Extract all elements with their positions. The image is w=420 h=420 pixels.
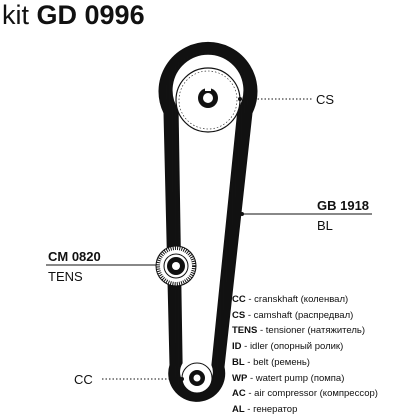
legend-code: BL	[232, 356, 245, 368]
legend-code: ID	[232, 341, 242, 353]
legend-text: - belt (ремень)	[244, 356, 310, 368]
kit-code: GD 0996	[36, 0, 145, 30]
label-tens-code: CM 0820	[48, 249, 101, 264]
legend-row: AC - air compressor (компрессор)	[232, 386, 418, 402]
legend-row: CC - cranskhaft (коленвал)	[232, 292, 418, 308]
leader-belt-dot	[240, 212, 244, 216]
legend-text: - watert pump (помпа)	[247, 372, 345, 384]
legend-text: - idler (опорный ролик)	[241, 341, 344, 353]
legend-text: - camshaft (распредвал)	[245, 309, 354, 321]
label-belt-type: BL	[317, 218, 333, 233]
legend-text: - генератор	[244, 403, 298, 415]
crankshaft-pulley	[181, 362, 213, 394]
legend-code: TENS	[232, 325, 258, 337]
label-cs: CS	[316, 92, 335, 107]
legend-row: AL - генератор	[232, 402, 418, 418]
tensioner-roller	[155, 245, 197, 287]
legend-text: - tensioner (натяжитель)	[257, 325, 366, 337]
legend-code: AL	[232, 403, 245, 415]
legend-code: CS	[232, 309, 246, 321]
legend: CC - cranskhaft (коленвал)CS - camshaft …	[232, 292, 418, 418]
label-cc: CC	[74, 372, 93, 387]
leader-lines	[46, 97, 372, 381]
leader-cc-dot	[180, 377, 184, 381]
label-tens-type: TENS	[48, 269, 83, 284]
camshaft-pulley	[175, 67, 241, 133]
kit-title: kit GD 0996	[2, 0, 145, 30]
legend-code: CC	[232, 294, 246, 305]
legend-row: ID - idler (опорный ролик)	[232, 339, 418, 355]
legend-row: WP - watert pump (помпа)	[232, 371, 418, 387]
legend-code: AC	[232, 388, 246, 400]
legend-row: CS - camshaft (распредвал)	[232, 308, 418, 324]
label-belt-code: GB 1918	[317, 198, 370, 213]
legend-row: BL - belt (ремень)	[232, 355, 418, 371]
leader-cs-dot	[238, 97, 242, 101]
kit-prefix: kit	[2, 0, 29, 30]
legend-code: WP	[232, 372, 248, 384]
legend-text: - cranskhaft (коленвал)	[245, 294, 349, 305]
legend-text: - air compressor (компрессор)	[245, 388, 378, 400]
legend-row: TENS - tensioner (натяжитель)	[232, 323, 418, 339]
